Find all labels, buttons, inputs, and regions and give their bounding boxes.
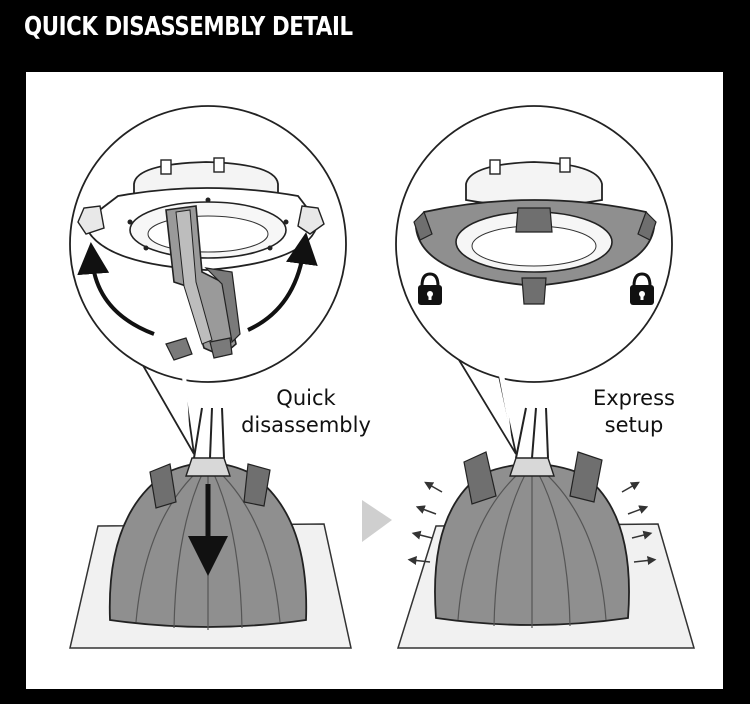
right-scene <box>395 105 695 649</box>
left-softbox <box>108 457 308 631</box>
page-title: QUICK DISASSEMBLY DETAIL <box>24 12 353 42</box>
illustration-panel: Quick disassembly Express setup <box>26 72 723 689</box>
next-arrow-icon <box>362 500 392 542</box>
illustration-svg <box>69 105 695 649</box>
left-scene <box>69 105 352 649</box>
express-setup-line2: setup <box>604 413 664 437</box>
right-speedring-detail <box>413 157 657 305</box>
quick-disassembly-label: Quick disassembly <box>231 385 381 439</box>
quick-disassembly-line2: disassembly <box>241 413 371 437</box>
express-setup-label: Express setup <box>579 385 689 439</box>
left-speedring-detail <box>77 157 325 361</box>
curved-arrow-icon <box>77 242 155 336</box>
express-setup-line1: Express <box>592 386 675 410</box>
right-softbox <box>407 451 657 628</box>
quick-disassembly-line1: Quick <box>276 386 336 410</box>
curved-arrow-icon <box>247 232 318 332</box>
lock-icon <box>630 272 654 305</box>
lock-icon <box>418 272 442 305</box>
